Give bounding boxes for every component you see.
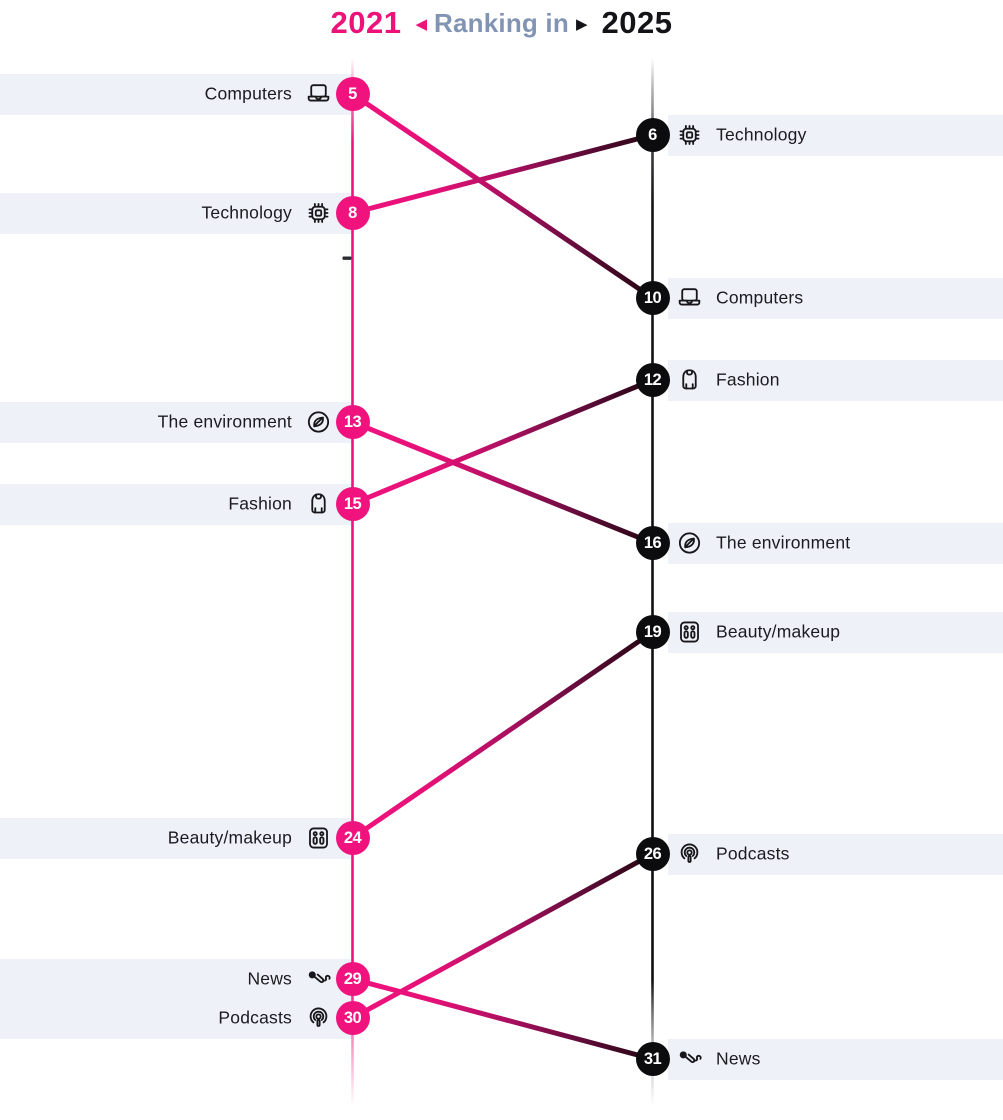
rank-badge-2021-fashion: 15	[335, 487, 370, 521]
rank-badge-2021-the-environment: 13	[335, 405, 370, 439]
podcast-icon	[305, 1005, 332, 1032]
topic-label: Podcasts	[218, 1007, 292, 1028]
label-2021-computers: Computers	[205, 81, 332, 108]
makeup-icon	[676, 619, 703, 646]
label-2025-news: News	[676, 1046, 761, 1073]
rank-badge-2025-the-environment: 16	[635, 526, 670, 560]
label-2021-beauty-makeup: Beauty/makeup	[168, 825, 332, 852]
topic-label: The environment	[157, 411, 292, 432]
connector-the-environment	[351, 419, 654, 546]
row-band-2021-podcasts	[0, 997, 352, 1039]
microphone-icon	[676, 1046, 703, 1073]
rank-badge-2025-news: 31	[635, 1042, 670, 1076]
row-band-2025-the-environment	[668, 522, 1003, 564]
label-2025-the-environment: The environment	[676, 530, 850, 557]
topic-label: Podcasts	[716, 843, 790, 864]
chip-icon	[676, 122, 703, 149]
topic-label: News	[247, 968, 292, 989]
hoodie-icon	[676, 367, 703, 394]
year-2021-label: 2021	[330, 5, 402, 40]
row-band-2025-beauty-makeup	[668, 611, 1003, 653]
year-2025-label: 2025	[601, 5, 673, 40]
rank-badge-2025-fashion: 12	[635, 363, 670, 397]
rank-badge-2021-podcasts: 30	[335, 1001, 370, 1035]
rank-badge-2025-podcasts: 26	[635, 837, 670, 871]
connector-fashion	[351, 377, 654, 507]
right-arrow-icon: ▶	[575, 15, 588, 33]
makeup-icon	[305, 825, 332, 852]
topic-label: Technology	[716, 124, 807, 145]
label-2025-podcasts: Podcasts	[676, 841, 790, 868]
row-band-2021-computers	[0, 73, 352, 115]
rank-badge-2021-technology: 8	[335, 196, 370, 230]
topic-label: News	[716, 1048, 761, 1069]
chart-title: 2021 ◀ Ranking in ▶ 2025	[0, 2, 1003, 44]
rank-badge-2021-beauty-makeup: 24	[335, 821, 370, 855]
topic-label: The environment	[716, 532, 851, 553]
connector-computers	[351, 91, 654, 301]
row-band-2025-technology	[668, 114, 1003, 156]
topic-label: Technology	[201, 202, 292, 223]
topic-label: Beauty/makeup	[167, 827, 292, 848]
row-band-2025-news	[668, 1038, 1003, 1080]
laptop-icon	[305, 81, 332, 108]
topic-label: Beauty/makeup	[716, 621, 841, 642]
row-band-2021-technology	[0, 192, 352, 234]
ranking-in-label: Ranking in	[434, 7, 569, 38]
connector-podcasts	[351, 851, 654, 1021]
rank-badge-2025-computers: 10	[635, 281, 670, 315]
row-band-2021-beauty-makeup	[0, 817, 352, 859]
topic-label: Fashion	[228, 493, 292, 514]
eco-icon	[676, 530, 703, 557]
ranking-in-group: ◀ Ranking in ▶	[416, 8, 588, 39]
laptop-icon	[676, 285, 703, 312]
connector-technology	[351, 132, 654, 216]
connector-lines	[351, 91, 654, 1062]
chip-icon	[305, 200, 332, 227]
podcast-icon	[676, 841, 703, 868]
rank-badge-2025-technology: 6	[635, 118, 670, 152]
tick-mark	[342, 256, 352, 260]
label-2025-fashion: Fashion	[676, 367, 780, 394]
eco-icon	[305, 409, 332, 436]
label-2021-fashion: Fashion	[228, 491, 332, 518]
row-band-2025-fashion	[668, 359, 1003, 401]
hoodie-icon	[305, 491, 332, 518]
row-band-2025-computers	[668, 277, 1003, 319]
row-band-2021-fashion	[0, 483, 352, 525]
label-2025-beauty-makeup: Beauty/makeup	[676, 619, 840, 646]
row-band-2025-podcasts	[668, 833, 1003, 875]
label-2025-technology: Technology	[676, 122, 807, 149]
label-2021-technology: Technology	[201, 200, 332, 227]
connector-beauty-makeup	[351, 629, 654, 841]
row-band-2021-the-environment	[0, 401, 352, 443]
topic-label: Computers	[716, 287, 804, 308]
rank-badge-2021-computers: 5	[335, 77, 370, 111]
topic-label: Fashion	[716, 369, 780, 390]
microphone-icon	[305, 966, 332, 993]
topic-label: Computers	[204, 83, 292, 104]
label-2021-the-environment: The environment	[158, 409, 332, 436]
label-2021-podcasts: Podcasts	[218, 1005, 332, 1032]
left-arrow-icon: ◀	[415, 15, 428, 33]
rank-badge-2025-beauty-makeup: 19	[635, 615, 670, 649]
label-2025-computers: Computers	[676, 285, 803, 312]
rank-badge-2021-news: 29	[335, 962, 370, 996]
label-2021-news: News	[247, 966, 332, 993]
row-band-2021-news	[0, 958, 352, 1000]
